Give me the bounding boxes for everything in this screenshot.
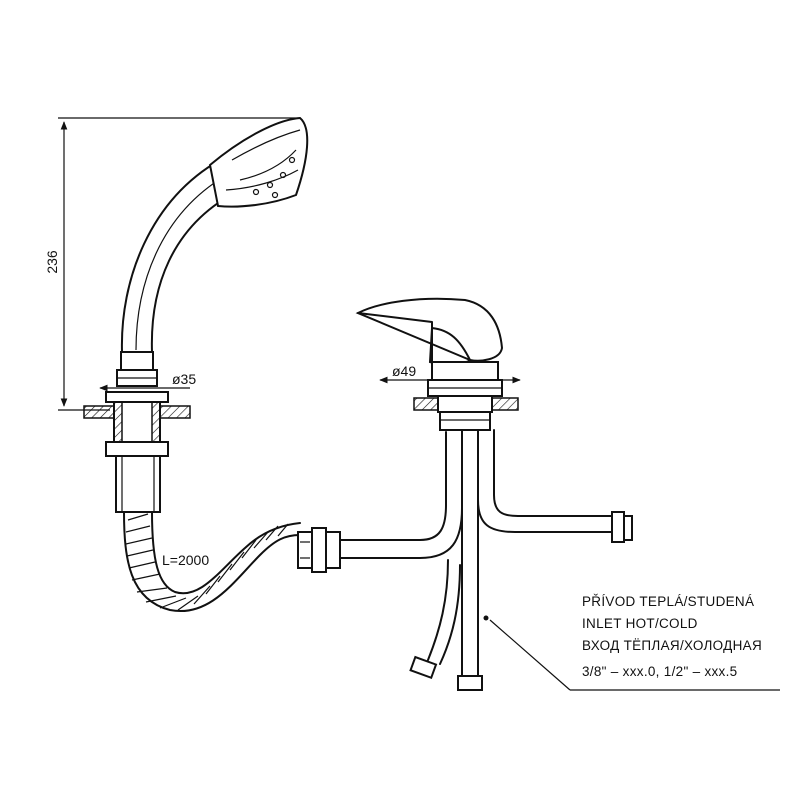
mixer-diameter-label: ø49 <box>392 363 416 379</box>
hose-length-label: L=2000 <box>162 552 209 568</box>
hose-connector <box>297 527 341 573</box>
handshower-holder <box>83 391 191 513</box>
mixer-diameter-dimension: ø49 <box>379 363 521 384</box>
supply-pipes <box>409 429 633 691</box>
mixer-mount <box>413 395 519 431</box>
hand-shower <box>116 116 309 387</box>
inlet-note-ru: ВХОД ТЁПЛАЯ/ХОЛОДНАЯ <box>582 638 762 653</box>
mixer-tap <box>355 297 504 397</box>
shower-hose: L=2000 <box>123 511 301 613</box>
inlet-note: PŘÍVOD TEPLÁ/STUDENÁ INLET HOT/COLD ВХОД… <box>483 594 780 691</box>
diverter-pipe <box>339 431 463 559</box>
inlet-note-sizes: 3/8" – xxx.0, 1/2" – xxx.5 <box>582 664 737 679</box>
inlet-note-en: INLET HOT/COLD <box>582 616 698 631</box>
inlet-note-cz: PŘÍVOD TEPLÁ/STUDENÁ <box>582 594 754 609</box>
height-dimension: 236 <box>44 117 300 411</box>
handshower-diameter-dimension: ø35 <box>99 371 196 392</box>
handshower-diameter-label: ø35 <box>172 371 196 387</box>
height-label: 236 <box>44 250 60 274</box>
